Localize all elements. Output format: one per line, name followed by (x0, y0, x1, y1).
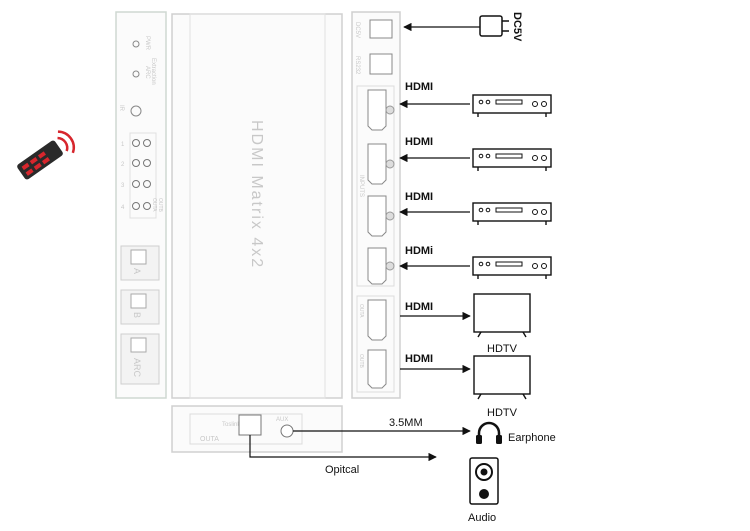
blu-ray-player-icon (472, 148, 552, 171)
button-b-label: B (132, 312, 142, 318)
hdmi-output-label: HDMI (405, 301, 433, 313)
arc-label: ARC (144, 66, 150, 79)
earphone-cable-label: 3.5MM (389, 417, 423, 429)
hdtv-icon (473, 355, 531, 400)
speaker-icon (469, 457, 499, 505)
input-number: 2 (121, 162, 125, 168)
hdmi-input-label: HDMi (405, 245, 433, 257)
pwr-label: PWR (144, 36, 150, 51)
hdmi-output-label: HDMI (405, 353, 433, 365)
hdmi-output-port-a: OUTA (358, 299, 387, 341)
blu-ray-player-icon (472, 202, 552, 225)
earphone-label: Earphone (508, 432, 556, 444)
audio-label: Audio (468, 512, 496, 524)
button-b[interactable]: B (120, 289, 160, 325)
audio-out-label: OUTA (200, 436, 219, 443)
hdmi-input-port-2 (367, 143, 395, 185)
outb-port-label: OUTB (358, 354, 364, 369)
rs232-label: RS232 (354, 56, 360, 75)
ir-sensor-icon (130, 105, 142, 117)
hdmi-input-port-1 (367, 89, 395, 131)
ir-label: IR (118, 105, 124, 112)
toslink-label: Toslink (222, 422, 241, 428)
hdtv-label: HDTV (487, 343, 518, 355)
input-led-matrix: 1 2 3 4 OUTA OUTB (121, 132, 163, 219)
button-a-label: A (132, 268, 142, 274)
button-arc[interactable]: ARC (120, 333, 160, 385)
extraction-label: Extraction (150, 58, 156, 85)
power-port-label: DC5V (354, 22, 360, 38)
inputs-group-label: INPUTS (358, 175, 364, 197)
hdmi-input-label: HDMI (405, 191, 433, 203)
outa-port-label: OUTA (358, 304, 364, 318)
button-arc-label: ARC (132, 358, 142, 378)
rear-panel: DC5V RS232 INPUTS OUTA (351, 11, 401, 399)
hdmi-input-label: HDMI (405, 81, 433, 93)
optical-port (238, 414, 262, 436)
outb-led-label: OUTB (157, 198, 163, 213)
audio-panel: Toslink AUX OUTA (171, 405, 343, 453)
blu-ray-player-icon (472, 256, 552, 279)
input-number: 4 (121, 205, 125, 211)
hdmi-output-port-b: OUTB (358, 349, 387, 389)
hdmi-input-label: HDMI (405, 136, 433, 148)
front-panel: PWR ARC Extraction IR 1 2 3 4 OUTA OUTB … (115, 11, 167, 399)
device-title: HDMI Matrix 4x2 (248, 120, 265, 269)
blu-ray-player-icon (472, 94, 552, 117)
hdtv-label: HDTV (487, 407, 518, 419)
aux-jack (280, 424, 294, 438)
power-label: DC5V (511, 12, 523, 42)
arc-led-icon (132, 70, 140, 78)
matrix-body: HDMI Matrix 4x2 (171, 13, 343, 399)
remote-control-icon (17, 130, 75, 180)
inputs-group (356, 85, 395, 287)
optical-cable-label: Opitcal (325, 464, 359, 476)
hdmi-input-port-3 (367, 195, 395, 237)
optical-cable (249, 435, 437, 462)
hdtv-icon (473, 293, 531, 338)
input-number: 1 (121, 142, 125, 148)
hdmi-input-port-4 (367, 247, 395, 285)
outa-led-label: OUTA (151, 198, 157, 212)
aux-label: AUX (276, 417, 288, 423)
power-port (369, 19, 393, 39)
input-number: 3 (121, 183, 125, 189)
power-adapter-icon (479, 15, 509, 37)
button-a[interactable]: A (120, 245, 160, 281)
earphone-icon (476, 421, 502, 444)
rs232-port (369, 53, 393, 75)
pwr-led-icon (132, 40, 140, 48)
